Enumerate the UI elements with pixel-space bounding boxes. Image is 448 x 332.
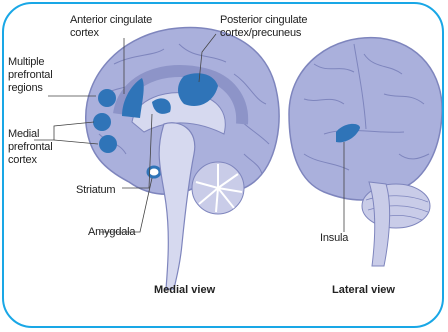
prefrontal-blob-2 <box>93 113 111 131</box>
medial-brain <box>86 28 279 289</box>
medial-view-caption: Medial view <box>154 284 215 296</box>
multiple-prefrontal-label: Multiple prefrontal regions <box>8 56 52 95</box>
striatum-label: Striatum <box>76 184 115 197</box>
lateral-view-caption: Lateral view <box>332 284 395 296</box>
brain-diagram <box>4 4 444 328</box>
anterior-cingulate-label: Anterior cingulate cortex <box>70 14 152 40</box>
lateral-brain <box>289 38 442 266</box>
medial-prefrontal-blob <box>99 135 117 153</box>
insula-label: Insula <box>320 232 348 245</box>
figure-frame: Anterior cingulate cortex Posterior cing… <box>2 2 444 328</box>
posterior-cingulate-label: Posterior cingulate cortex/precuneus <box>220 14 307 40</box>
amygdala-label: Amygdala <box>88 226 135 239</box>
medial-prefrontal-label: Medial prefrontal cortex <box>8 128 52 167</box>
prefrontal-blob-1 <box>98 89 116 107</box>
